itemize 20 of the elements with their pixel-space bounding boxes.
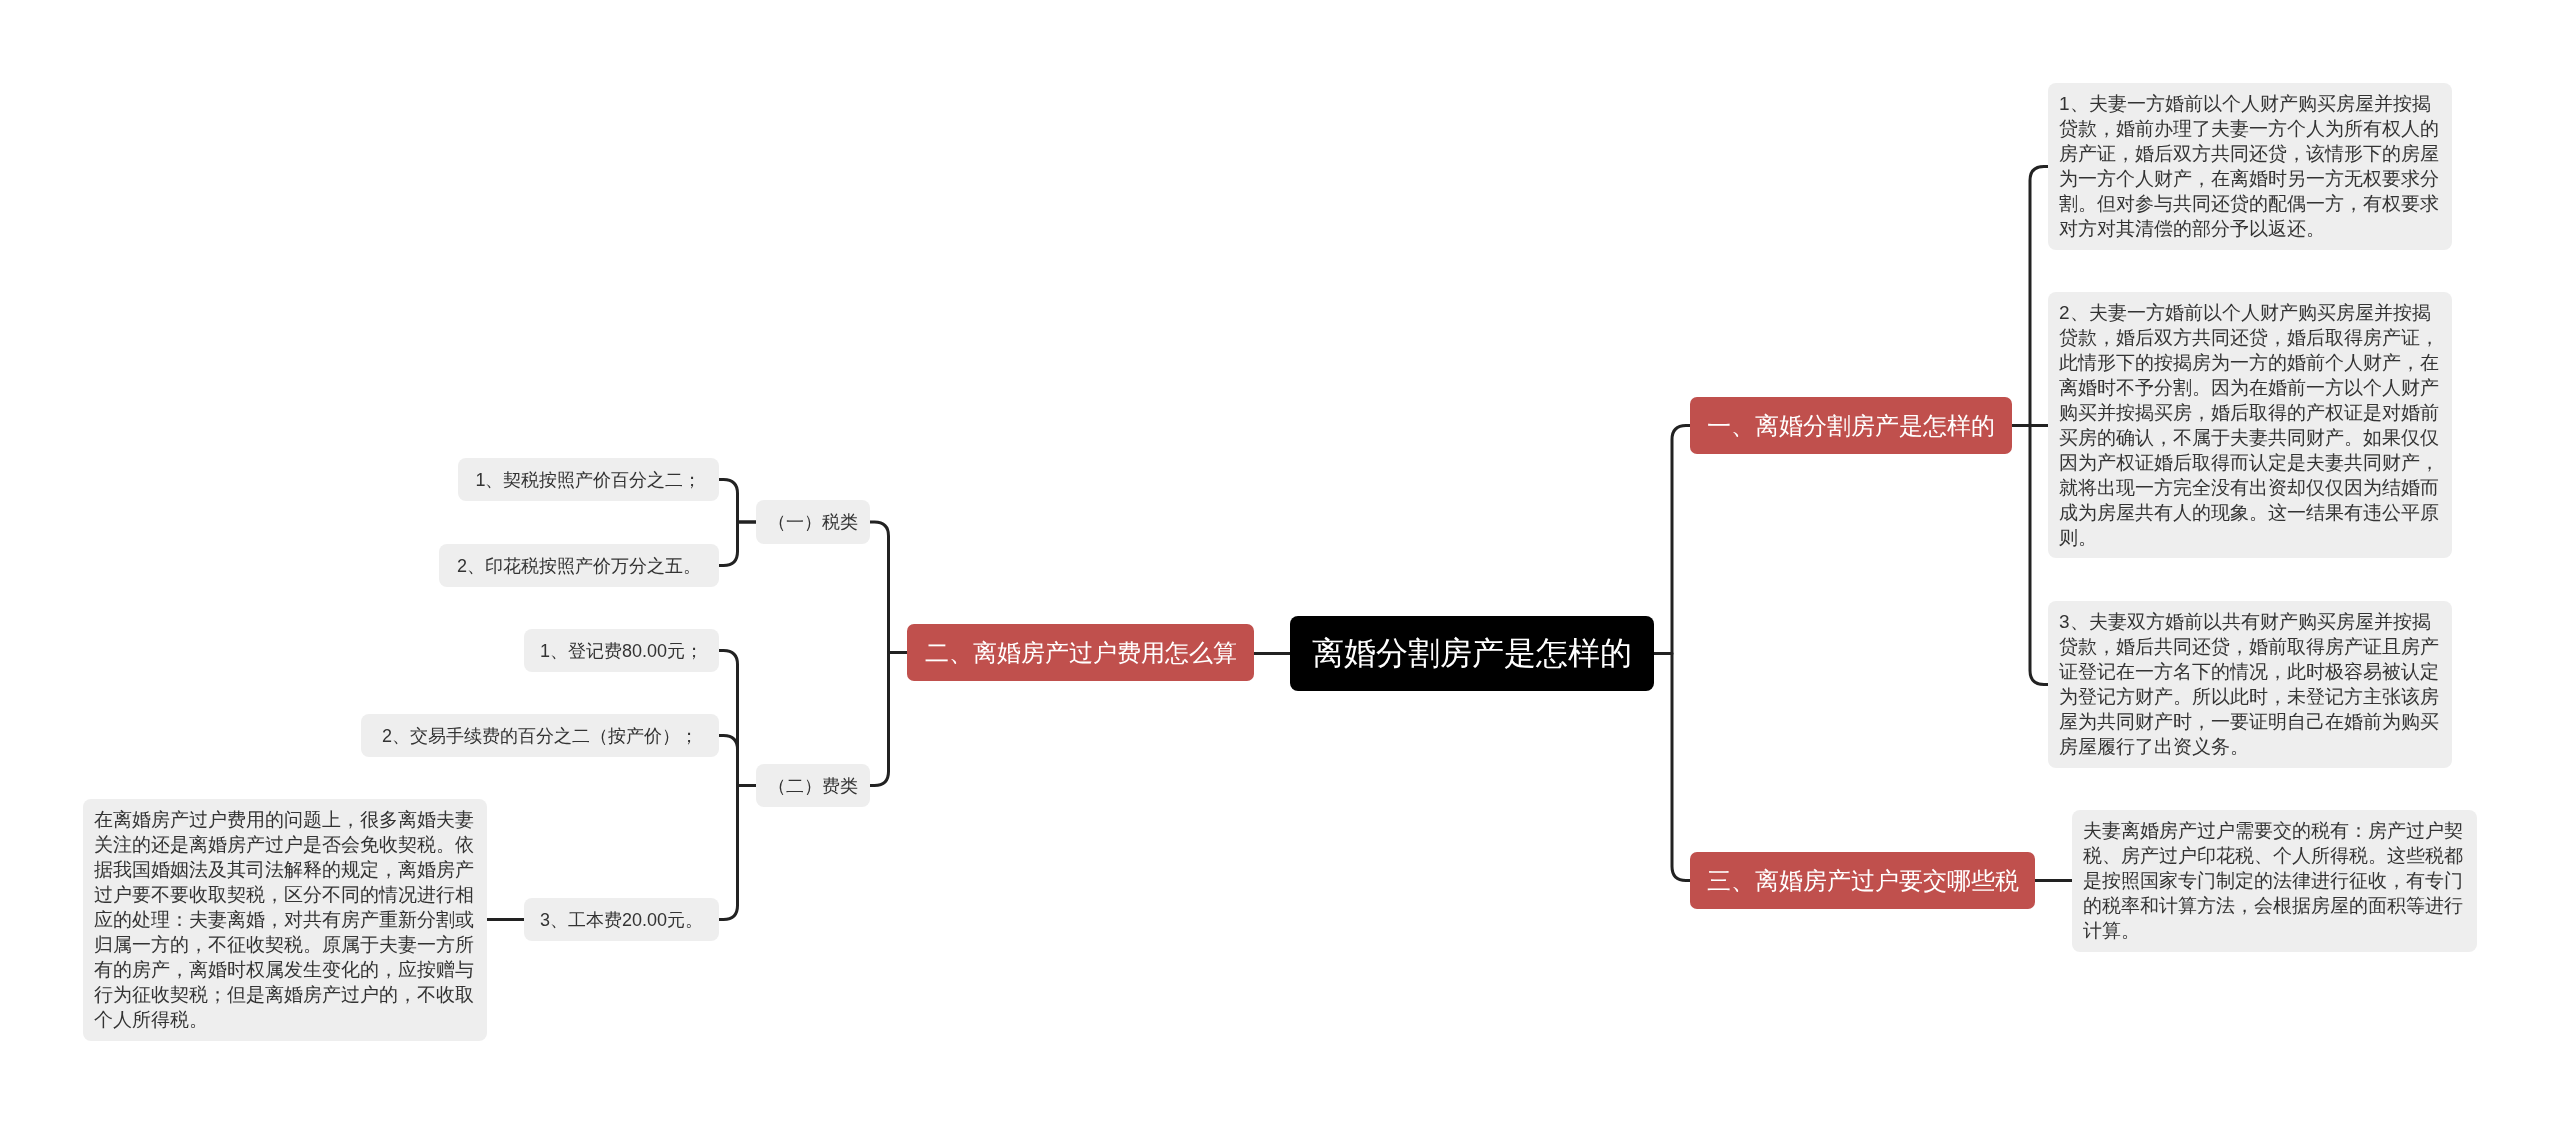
item-box: 2、印花税按照产价万分之五。 <box>439 544 719 587</box>
root-topic-box: 离婚分割房产是怎样的 <box>1290 616 1654 691</box>
item-box: 1、契税按照产价百分之二； <box>458 458 719 501</box>
connector-line <box>719 520 756 567</box>
item-box: 2、交易手续费的百分之二（按产价）； <box>361 714 719 757</box>
note-box: 在离婚房产过户费用的问题上，很多离婚夫妻关注的还是离婚房产过户是否会免收契税。依据我国婚姻法及其司法解释的规定，离婚房产过户要不要收取契税，区分不同的情况进行相应的处理：夫妻离婚，对共有房产重新分割或归属一方的，不征收契税。原属于夫妻一方所有的房产，离婚时权属发生变化的，应按赠与行为征收契税；但是离婚房产过户的，不收取个人所得税。 <box>83 799 487 1041</box>
connector-line <box>1254 652 1290 655</box>
item-box: 1、登记费80.00元； <box>524 629 719 672</box>
subtopic-box: （一）税类 <box>756 500 870 544</box>
note-box: 1、夫妻一方婚前以个人财产购买房屋并按揭贷款，婚前办理了夫妻一方个人为所有权人的房产证，婚后双方共同还贷，该情形下的房屋为一方个人财产，在离婚时另一方无权要求分割。但对参与共同还贷的配偶一方，有权要求对方对其清偿的部分予以返还。 <box>2048 83 2452 250</box>
connector-line <box>487 918 524 921</box>
topic-box: 三、离婚房产过户要交哪些税 <box>1690 852 2035 909</box>
topic-box: 一、离婚分割房产是怎样的 <box>1690 397 2012 454</box>
note-box: 3、夫妻双方婚前以共有财产购买房屋并按揭贷款，婚后共同还贷，婚前取得房产证且房产证登记在一方名下的情况，此时极容易被认定为登记方财产。所以此时，未登记方主张该房屋为共同财产时，一要证明自己在婚前为购买房屋履行了出资义务。 <box>2048 601 2452 768</box>
note-box: 夫妻离婚房产过户需要交的税有：房产过户契税、房产过户印花税、个人所得税。这些税都是按照国家专门制定的法律进行征收，有专门的税率和计算方法，会根据房屋的面积等进行计算。 <box>2072 810 2477 952</box>
subtopic-box: （二）费类 <box>756 764 870 807</box>
item-box: 3、工本费20.00元。 <box>524 898 719 941</box>
note-box: 2、夫妻一方婚前以个人财产购买房屋并按揭贷款，婚后双方共同还贷，婚后取得房产证，此情形下的按揭房为一方的婚前个人财产，在离婚时不予分割。因为在婚前一方以个人财产购买并按揭买房，婚后取得的产权证是对婚前买房的确认，不属于夫妻共同财产。如果仅仅因为产权证婚后取得而认定是夫妻共同财产，就将出现一方完全没有出资却仅仅因为结婚而成为房屋共有人的现象。这一结果有违公平原则。 <box>2048 292 2452 558</box>
connector-line <box>2035 879 2072 882</box>
topic-box: 二、离婚房产过户费用怎么算 <box>907 624 1254 681</box>
